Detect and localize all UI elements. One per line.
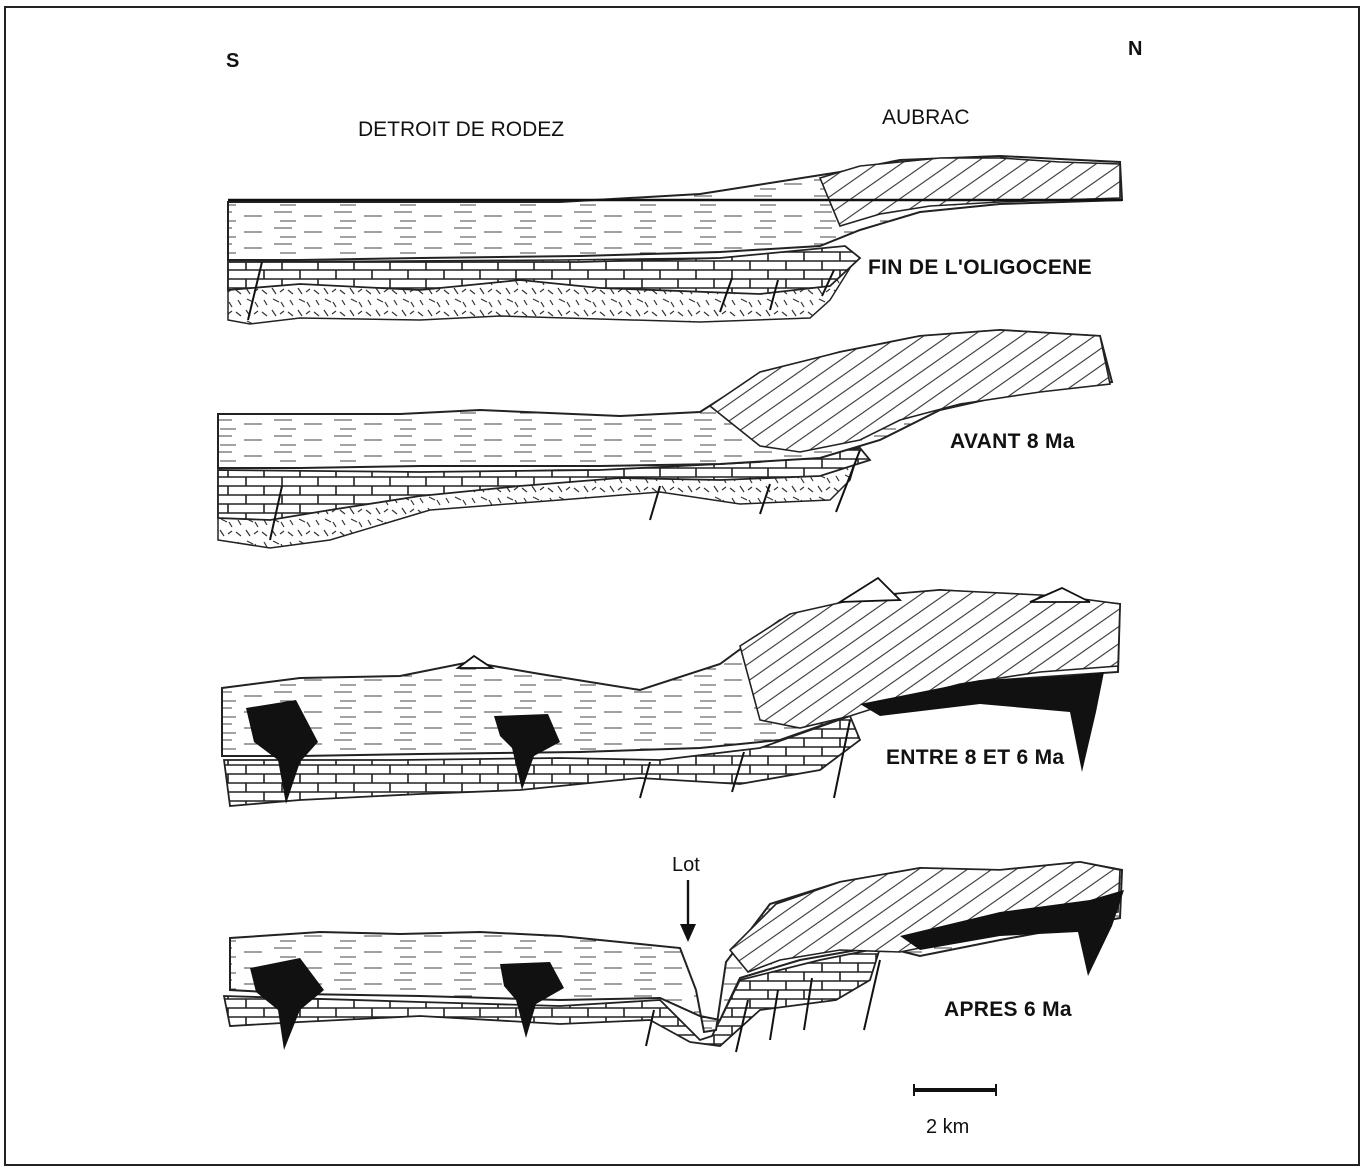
aubrac-volcanics-2 xyxy=(710,330,1110,452)
section-avant-8ma xyxy=(218,330,1112,548)
scale-bar xyxy=(914,1084,996,1096)
river-lot-arrow xyxy=(680,880,696,942)
section-oligocene xyxy=(228,156,1122,324)
section-8-6ma xyxy=(222,578,1120,806)
aubrac-volcanics-1 xyxy=(820,158,1120,226)
section-apres-6ma xyxy=(224,862,1124,1052)
